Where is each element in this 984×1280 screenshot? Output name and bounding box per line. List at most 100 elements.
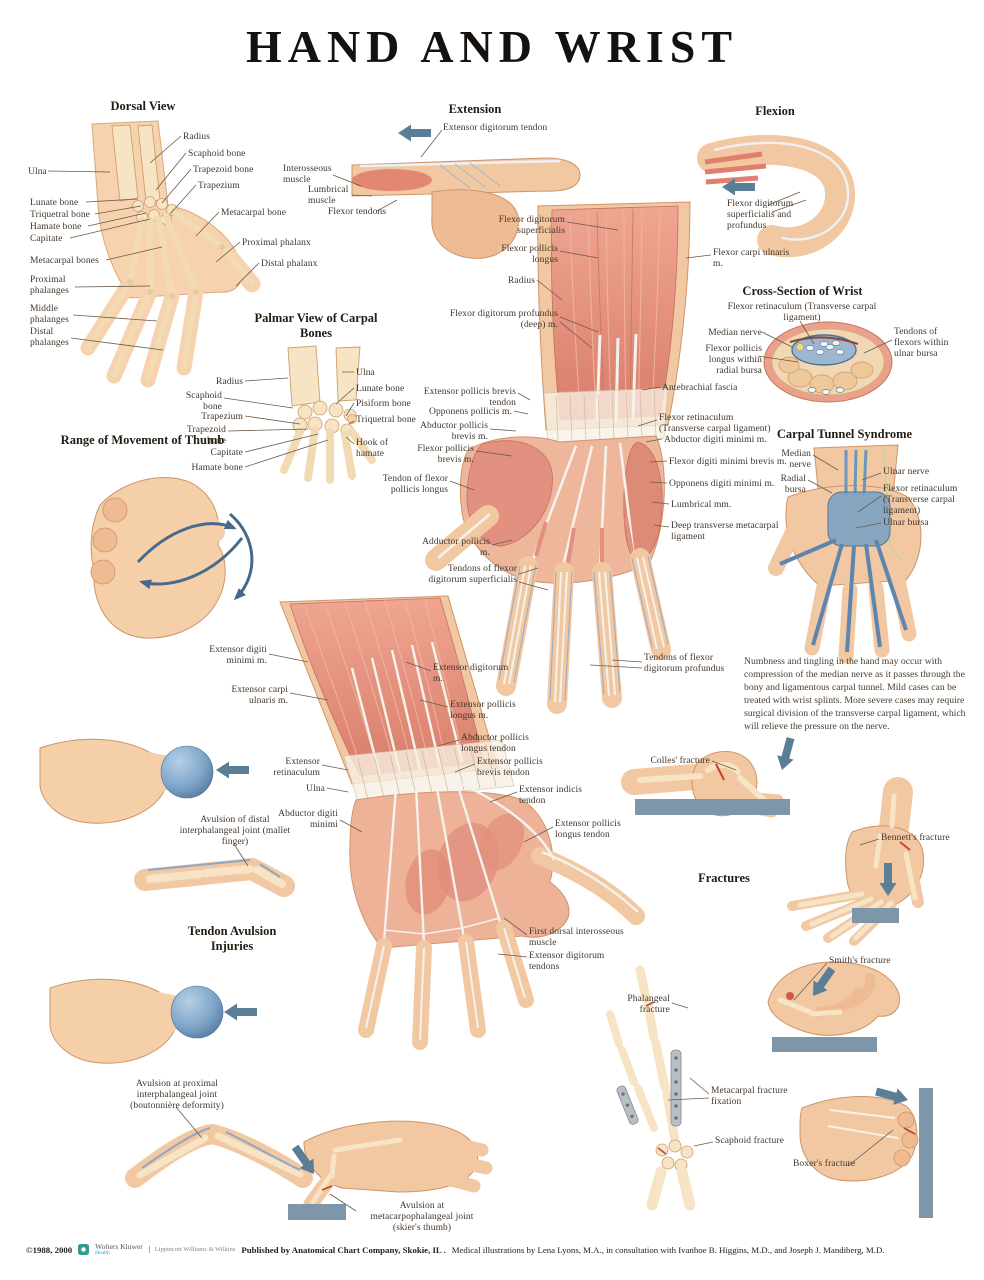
label-tendons-of-fdp: Tendons of flexor digitorum profundus [644, 653, 725, 675]
label-proximal-phalanges: Proximal phalanges [30, 275, 69, 297]
section-title-cross-section: Cross-Section of Wrist [742, 284, 863, 298]
label-pm-flexor-retinaculum: Flexor retinaculum (Transverse carpal li… [659, 413, 771, 435]
label-adductor-pollicis: Adductor pollicis m. [422, 537, 490, 559]
boxer-fracture-illustration [799, 1095, 919, 1182]
section-title-tendon-avulsion: Tendon Avulsion Injuries [187, 924, 277, 954]
label-tendons-of-fds: Tendons of flexor digitorum superficiali… [428, 564, 517, 586]
label-scaphoid-fracture: Scaphoid fracture [715, 1136, 784, 1146]
label-phalangeal-fracture: Phalangeal fracture [627, 994, 670, 1016]
smith-fracture-illustration [767, 961, 901, 1036]
label-extensor-retinaculum: Extensor retinaculum [273, 757, 320, 779]
section-title-fractures: Fractures [698, 871, 750, 885]
label-pc-hamate-bone: Hamate bone [191, 463, 243, 473]
dorsal-muscles-illustration [279, 595, 645, 1050]
label-distal-phalanges: Distal phalanges [30, 327, 69, 349]
label-extensor-indicis-tendon: Extensor indicis tendon [519, 785, 583, 807]
label-mallet-finger: Avulsion of distal interphalangeal joint… [179, 815, 291, 848]
label-pc-pisiform-bone: Pisiform bone [356, 399, 411, 409]
leader-lines [47, 129, 894, 1212]
label-dm-extensor-pollicis-brevis-tendon: Extensor pollicis brevis tendon [477, 757, 543, 779]
label-metacarpal-bone: Metacarpal bone [221, 208, 287, 218]
credits-text: Medical illustrations by Lena Lyons, M.A… [451, 1244, 885, 1255]
publisher-imprint: Lippincott Williams & Wilkins [148, 1246, 235, 1253]
section-title-palmar-carpal: Palmar View of Carpal Bones [254, 311, 378, 341]
extension-illustration [351, 157, 581, 259]
label-opponens-digiti-minimi: Opponens digiti minimi m. [669, 479, 775, 489]
label-pc-lunate-bone: Lunate bone [356, 384, 405, 394]
label-trapezoid-bone: Trapezoid bone [193, 165, 254, 175]
label-ct-radial-bursa: Radial bursa [780, 474, 806, 496]
footer: ©1988, 2000 Wolters Kluwer Health Lippin… [26, 1243, 970, 1256]
label-boutonniere: Avulsion at proximal interphalangeal joi… [130, 1079, 224, 1112]
label-lumbrical-mm: Lumbrical mm. [671, 500, 732, 510]
label-cs-tendons-ulnar-bursa: Tendons of flexors within ulnar bursa [894, 327, 949, 360]
label-flexor-tendons: Flexor tendons [328, 207, 387, 217]
label-pc-scaphoid-bone: Scaphoid bone [185, 391, 222, 413]
label-lumbrical-muscle: Lumbrical muscle [308, 185, 349, 207]
label-abductor-pollicis-brevis: Abductor pollicis brevis m. [420, 421, 488, 443]
palmar-carpal-illustration [280, 345, 376, 484]
fracture-fixation-illustration [606, 965, 696, 1211]
cross-section-illustration [763, 321, 893, 403]
dorsal-view-illustration [80, 120, 261, 388]
label-lunate-bone: Lunate bone [30, 198, 79, 208]
label-flexor-digitorum-superficialis-profundus: Flexor digitorum superficialis and profu… [727, 199, 794, 232]
label-pc-ulna: Ulna [356, 368, 375, 378]
page-title: HAND AND WRIST [245, 21, 739, 72]
carpal-tunnel-description: Numbness and tingling in the hand may oc… [744, 656, 966, 732]
label-ct-ulnar-nerve: Ulnar nerve [883, 467, 930, 477]
label-extensor-carpi-ulnaris: Extensor carpi ulnaris m. [231, 685, 288, 707]
label-extensor-digitorum-tendons: Extensor digitorum tendons [529, 951, 605, 973]
label-tendon-of-flexor-pollicis-longus: Tendon of flexor pollicis longus [382, 474, 448, 496]
section-title-extension: Extension [448, 102, 502, 116]
label-capitate: Capitate [30, 234, 63, 244]
section-title-flexion: Flexion [755, 104, 795, 118]
label-pc-trapezoid-bone: Trapezoid bone [186, 425, 226, 447]
label-middle-phalanges: Middle phalanges [30, 304, 69, 326]
label-cs-fpl-radial-bursa: Flexor pollicis longus within radial bur… [705, 344, 762, 377]
label-pc-hook-of-hamate: Hook of hamate [356, 438, 389, 460]
label-flexor-pollicis-brevis: Flexor pollicis brevis m. [417, 444, 474, 466]
label-abductor-digiti-minimi-m: Abductor digiti minimi m. [664, 435, 767, 445]
label-pc-trapezium: Trapezium [201, 412, 243, 422]
label-triquetral-bone: Triquetral bone [30, 210, 90, 220]
flexion-illustration [697, 134, 855, 258]
label-boxer-fracture: Boxer's fracture [793, 1159, 856, 1169]
label-hamate-bone: Hamate bone [30, 222, 82, 232]
palmar-muscles-illustration [425, 201, 691, 714]
label-extensor-digitorum-m: Extensor digitorum m. [433, 663, 509, 685]
label-deep-transverse-metacarpal-ligament: Deep transverse metacarpal ligament [671, 521, 779, 543]
publisher-division: Health [95, 1249, 110, 1256]
section-title-carpal-tunnel: Carpal Tunnel Syndrome [776, 427, 913, 441]
copyright-text: ©1988, 2000 [26, 1244, 73, 1255]
label-extensor-pollicis-brevis-tendon: Extensor pollicis brevis tendon [423, 387, 516, 409]
label-extensor-pollicis-longus-tendon: Extensor pollicis longus tendon [555, 819, 621, 841]
label-ulna: Ulna [28, 167, 47, 177]
published-by-text: Published by Anatomical Chart Company, S… [241, 1244, 446, 1255]
section-title-dorsal-view: Dorsal View [110, 99, 176, 113]
label-cs-median-nerve: Median nerve [708, 328, 762, 338]
carpal-tunnel-illustration [768, 444, 922, 664]
publisher-brand: Wolters Kluwer [95, 1242, 143, 1251]
label-cs-flexor-retinaculum: Flexor retinaculum (Transverse carpal li… [727, 302, 877, 324]
label-dm-abductor-digiti-minimi: Abductor digiti minimi [278, 809, 338, 831]
direction-arrows [216, 124, 908, 1174]
label-ct-ulnar-bursa: Ulnar bursa [883, 518, 929, 528]
pinch-grip-illustration [39, 738, 214, 824]
label-antebrachial-fascia: Antebrachial fascia [662, 383, 738, 393]
label-pc-capitate: Capitate [210, 448, 243, 458]
label-pc-triquetral-bone: Triquetral bone [356, 415, 416, 425]
label-extensor-digitorum-tendon: Extensor digitorum tendon [443, 123, 548, 133]
label-trapezium: Trapezium [198, 181, 240, 191]
label-proximal-phalanx: Proximal phalanx [242, 238, 311, 248]
label-radius: Radius [183, 132, 210, 142]
mallet-finger-illustration [134, 858, 295, 897]
label-colles-fracture: Colles' fracture [650, 756, 710, 766]
label-pc-radius: Radius [216, 377, 243, 387]
label-dm-ulna: Ulna [306, 784, 325, 794]
boutonniere-illustration [125, 1124, 313, 1188]
label-extensor-digiti-minimi: Extensor digiti minimi m. [209, 645, 267, 667]
label-opponens-pollicis: Opponens pollicis m. [428, 407, 512, 417]
